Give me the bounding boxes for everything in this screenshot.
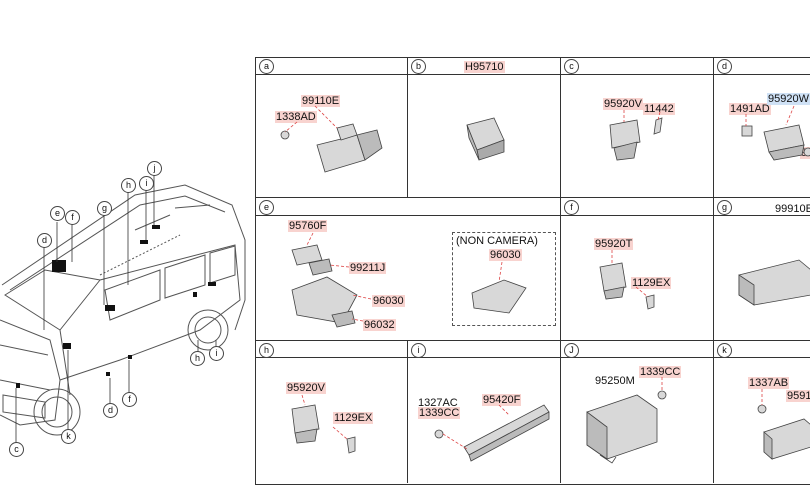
cell-g-letter: g bbox=[717, 200, 732, 215]
part-e-drawing bbox=[291, 232, 372, 328]
part-1337AB[interactable]: 1337AB bbox=[748, 377, 790, 389]
part-95760F[interactable]: 95760F bbox=[288, 220, 328, 232]
col-sep-r2-2 bbox=[713, 197, 714, 340]
cell-h-letter: h bbox=[259, 343, 274, 358]
col-sep-r1-1 bbox=[407, 57, 408, 197]
callout-f-lower[interactable]: f bbox=[122, 392, 137, 407]
part-96030[interactable]: 96030 bbox=[372, 295, 405, 307]
callout-d-lower[interactable]: d bbox=[103, 403, 118, 418]
cell-k-letter: k bbox=[717, 343, 732, 358]
callout-j[interactable]: j bbox=[147, 161, 162, 176]
cell-d-letter: d bbox=[717, 59, 732, 74]
cell-i-letter: i bbox=[411, 343, 426, 358]
part-96032[interactable]: 96032 bbox=[363, 319, 396, 331]
cell-f-letter: f bbox=[564, 200, 579, 215]
col-sep-r3-2 bbox=[560, 340, 561, 483]
callout-g[interactable]: g bbox=[97, 201, 112, 216]
cell-g-header[interactable]: 99910E bbox=[775, 203, 810, 215]
row-sep-2 bbox=[255, 340, 810, 341]
part-1129EX-h[interactable]: 1129EX bbox=[333, 412, 374, 424]
part-1338AD[interactable]: 1338AD bbox=[275, 111, 317, 123]
part-1491AD[interactable]: 1491AD bbox=[729, 103, 771, 115]
hdr-line-1 bbox=[255, 74, 810, 75]
cell-e-letter: e bbox=[259, 200, 274, 215]
part-99211J[interactable]: 99211J bbox=[349, 262, 387, 274]
callout-c[interactable]: c bbox=[9, 442, 24, 457]
parts-grid bbox=[255, 57, 810, 485]
row-sep-1 bbox=[255, 197, 810, 198]
part-95920T[interactable]: 95920T bbox=[594, 238, 634, 250]
part-9591-partial[interactable]: 9591 bbox=[786, 390, 810, 402]
part-1327AC[interactable]: 1327AC bbox=[418, 397, 458, 409]
callout-d[interactable]: d bbox=[37, 233, 52, 248]
cell-b-header[interactable]: H95710 bbox=[464, 61, 505, 73]
part-k-drawing bbox=[757, 389, 810, 460]
col-sep-r3-3 bbox=[713, 340, 714, 483]
part-d-drawing bbox=[741, 105, 810, 161]
part-h-drawing bbox=[291, 394, 356, 454]
part-11442[interactable]: 11442 bbox=[643, 103, 675, 115]
part-f-drawing bbox=[599, 250, 655, 310]
cell-c-letter: c bbox=[564, 59, 579, 74]
callout-h-rear[interactable]: h bbox=[190, 351, 205, 366]
part-95920W[interactable]: 95920W bbox=[767, 93, 810, 105]
part-95420F[interactable]: 95420F bbox=[482, 394, 522, 406]
part-95920V-c[interactable]: 95920V bbox=[603, 98, 643, 110]
callout-i[interactable]: i bbox=[139, 176, 154, 191]
part-g-drawing bbox=[738, 259, 810, 306]
part-99110E[interactable]: 99110E bbox=[301, 95, 341, 107]
hdr-line-2 bbox=[255, 215, 810, 216]
part-i-drawing bbox=[434, 404, 550, 462]
non-camera-title: (NON CAMERA) bbox=[456, 235, 538, 247]
part-1129EX-f[interactable]: 1129EX bbox=[631, 277, 672, 289]
part-1339CC-j[interactable]: 1339CC bbox=[639, 366, 682, 378]
callout-e[interactable]: e bbox=[50, 206, 65, 221]
part-b-drawing bbox=[466, 117, 505, 161]
callout-h[interactable]: h bbox=[121, 178, 136, 193]
cell-b-letter: b bbox=[411, 59, 426, 74]
part-96030-non-camera[interactable]: 96030 bbox=[489, 249, 522, 261]
part-c-drawing bbox=[609, 110, 663, 161]
vehicle-illustration bbox=[0, 175, 246, 447]
callout-f[interactable]: f bbox=[65, 210, 80, 225]
cell-a-letter: a bbox=[259, 59, 274, 74]
col-sep-r1-3 bbox=[713, 57, 714, 197]
part-j-drawing bbox=[586, 377, 667, 464]
part-a-sensor-drawing bbox=[280, 105, 383, 173]
callout-i-rear[interactable]: i bbox=[209, 346, 224, 361]
part-95250M[interactable]: 95250M bbox=[595, 375, 635, 387]
col-sep-r3-1 bbox=[407, 340, 408, 483]
hdr-line-3 bbox=[255, 357, 810, 358]
part-95920V-h[interactable]: 95920V bbox=[286, 382, 326, 394]
col-sep-r1-2 bbox=[560, 57, 561, 197]
col-sep-r2-1 bbox=[560, 197, 561, 340]
part-1339CC-i[interactable]: 1339CC bbox=[418, 407, 461, 419]
part-e-option-drawing bbox=[471, 261, 527, 314]
callout-k[interactable]: k bbox=[61, 429, 76, 444]
cell-j-letter: J bbox=[564, 343, 579, 358]
non-camera-option-box bbox=[452, 232, 556, 326]
